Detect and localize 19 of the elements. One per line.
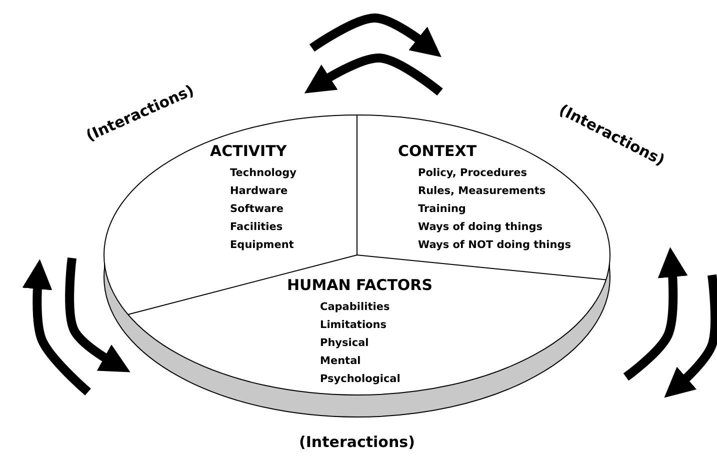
sector-item: Mental — [320, 354, 361, 369]
sector-item: Training — [418, 202, 466, 217]
sector-item: Ways of NOT doing things — [418, 238, 571, 253]
sector-heading: HUMAN FACTORS — [287, 276, 433, 294]
interactions-label: (Interactions) — [299, 433, 415, 451]
sector-heading: CONTEXT — [398, 142, 477, 160]
sector-heading: ACTIVITY — [210, 142, 287, 160]
sector-item: Policy, Procedures — [418, 166, 527, 181]
sector-item: Hardware — [230, 184, 288, 199]
sector-item: Capabilities — [320, 300, 390, 315]
sector-item: Limitations — [320, 318, 386, 333]
sector-item: Technology — [230, 166, 296, 181]
sector-item: Physical — [320, 336, 369, 351]
sector-item: Ways of doing things — [418, 220, 542, 235]
sector-item: Equipment — [230, 238, 294, 253]
sector-item: Rules, Measurements — [418, 184, 546, 199]
sector-item: Facilities — [230, 220, 283, 235]
sector-item: Software — [230, 202, 284, 217]
sector-item: Psychological — [320, 372, 400, 387]
